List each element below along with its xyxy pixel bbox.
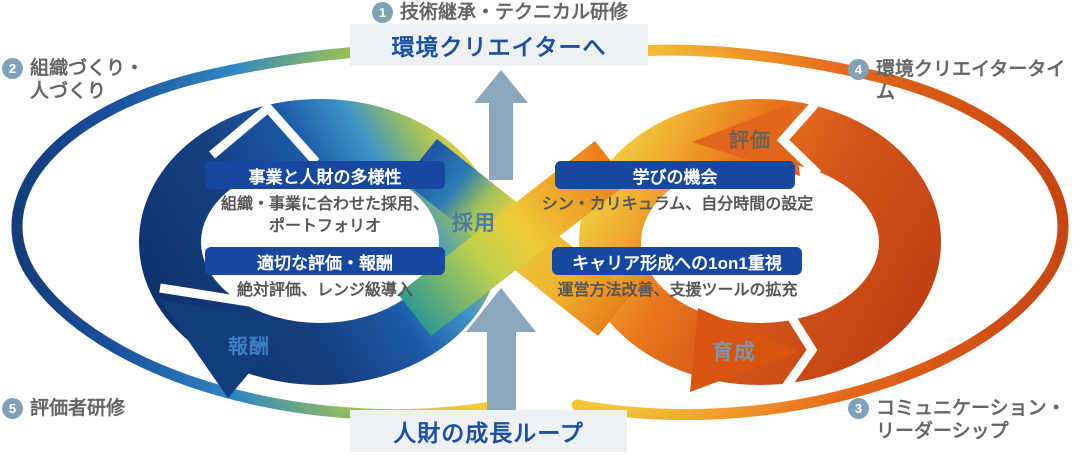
- development-arrowhead-icon: [690, 308, 798, 392]
- note-2-organization-building: 2 組織づくり・ 人づくり: [2, 57, 144, 103]
- note-1-label: 技術継承・テクニカル研修: [400, 2, 629, 23]
- note-1-technical-training: 1 技術継承・テクニカル研修: [372, 1, 628, 24]
- note-4-label: 環境クリエイタータイム: [876, 59, 1066, 104]
- note-3-label: コミュニケーション・ リーダーシップ: [876, 398, 1066, 443]
- card-career-1on1: キャリア形成への1on1重視: [552, 247, 802, 275]
- number-badge-3: 3: [848, 398, 869, 419]
- number-badge-1: 1: [372, 2, 393, 23]
- reward-arrowhead-icon: [160, 300, 292, 398]
- note-5-evaluator-training: 5 評価者研修: [2, 397, 125, 420]
- desc-career-1on1: 運営方法改善、支援ツールの拡充: [557, 282, 798, 299]
- cycle-label-evaluate: 評価: [729, 130, 771, 152]
- card-appropriate-evaluation-reward: 適切な評価・報酬: [205, 247, 445, 275]
- cycle-label-develop: 育成: [712, 341, 756, 364]
- desc-appropriate-evaluation-reward: 絶対評価、レンジ級導入: [236, 282, 413, 299]
- cycle-label-reward: 報酬: [228, 336, 270, 358]
- reward-arrow-gap: [159, 283, 301, 315]
- desc-learning-opportunities: シン・カリキュラム、自分時間の設定: [541, 196, 814, 213]
- note-5-label: 評価者研修: [30, 398, 126, 419]
- right-outer-ring: [571, 44, 1069, 420]
- center-up-arrow-top-icon: [474, 70, 528, 180]
- center-up-arrow-bottom-icon: [466, 288, 536, 412]
- evaluation-arrowhead-icon: [692, 104, 800, 176]
- title-box-growth-loop: 人財の成長ループ: [350, 410, 627, 452]
- card-learning-opportunities: 学びの機会: [555, 161, 795, 189]
- note-3-communication-leadership: 3 コミュニケーション・ リーダーシップ: [848, 397, 1066, 443]
- development-arrow-gap: [774, 299, 818, 401]
- evaluation-arrow-gap: [776, 101, 822, 178]
- left-loop-flow-notch-icon: [209, 101, 320, 165]
- left-outer-ring: [11, 44, 509, 420]
- number-badge-5: 5: [2, 398, 23, 419]
- crossing-band-ascending: [398, 141, 628, 336]
- number-badge-2: 2: [2, 58, 23, 79]
- note-2-label: 組織づくり・ 人づくり: [30, 58, 145, 103]
- number-badge-4: 4: [848, 59, 869, 80]
- card-business-talent-diversity: 事業と人財の多様性: [205, 161, 445, 189]
- goal-box-environment-creator: 環境クリエイターへ: [350, 24, 648, 66]
- cycle-label-recruit: 採用: [452, 212, 496, 235]
- note-4-creator-time: 4 環境クリエイタータイム: [848, 58, 1080, 104]
- desc-business-talent-diversity: 組織・事業に合わせた採用、 ポートフォリオ: [220, 196, 429, 235]
